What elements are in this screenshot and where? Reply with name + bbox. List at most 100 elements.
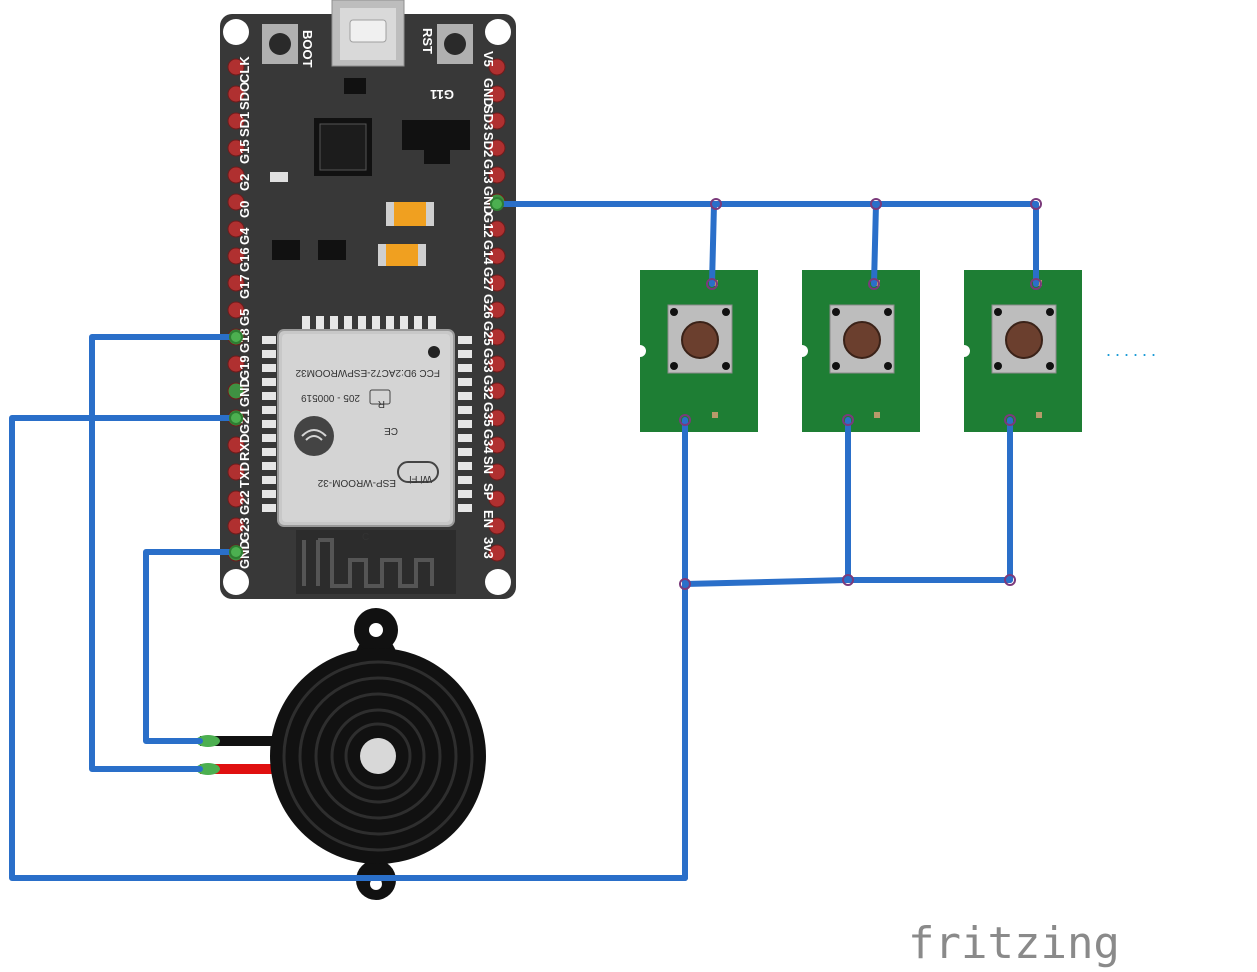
right-pin-label: SP — [481, 483, 496, 501]
r-mark: R — [378, 398, 385, 409]
left-pin-label: G5 — [237, 309, 252, 326]
wifi-logo-icon — [397, 461, 439, 483]
left-pin-label: SD1 — [237, 112, 252, 137]
left-pin-17[interactable] — [227, 517, 245, 535]
wire-gnd-to-buzzer — [143, 549, 239, 744]
right-pin-13[interactable] — [488, 409, 506, 427]
module-pads-top — [302, 316, 436, 330]
pin-connections — [229, 197, 504, 559]
boot-button[interactable] — [262, 24, 298, 64]
right-pin-2[interactable] — [488, 112, 506, 130]
left-pin-8[interactable] — [227, 274, 245, 292]
left-pin-label: GND — [237, 378, 252, 407]
left-pin-12[interactable] — [227, 382, 245, 400]
pushbutton-2[interactable] — [796, 270, 920, 432]
module-name-text: ESP-WROOM-32 — [317, 477, 396, 488]
right-pin-12[interactable] — [488, 382, 506, 400]
left-pin-0[interactable] — [227, 58, 245, 76]
right-pin-label: EN — [481, 510, 496, 528]
right-pin-label: G14 — [481, 240, 496, 265]
module-fcc-text: FCC 9D:2AC72-ESPWROOM32 — [295, 367, 440, 378]
right-pin-9[interactable] — [488, 301, 506, 319]
right-pin-14[interactable] — [488, 436, 506, 454]
left-pin-label: G0 — [237, 201, 252, 218]
rst-button[interactable] — [437, 24, 473, 64]
right-pin-3[interactable] — [488, 139, 506, 157]
continuation-dots: ...... — [1106, 340, 1160, 360]
right-pin-6[interactable] — [488, 220, 506, 238]
right-pin-labels: V5GNDSD3SD2G13GNDG12G14G27G26G25G33G32G3… — [481, 51, 496, 559]
esp32-board: BOOT RST G11 — [220, 0, 516, 599]
pushbuttons — [634, 270, 1082, 432]
left-pin-5[interactable] — [227, 193, 245, 211]
left-pin-11[interactable] — [227, 355, 245, 373]
wire-button1-top — [709, 201, 717, 287]
right-pin-label: GND — [481, 78, 496, 107]
right-pin-18[interactable] — [488, 544, 506, 562]
wire-buttons-common — [682, 577, 1013, 587]
module-pads-side — [262, 336, 472, 512]
left-pin-label: G17 — [237, 274, 252, 299]
left-pin-label: G23 — [237, 517, 252, 542]
right-pin-label: SN — [481, 456, 496, 474]
right-pin-0[interactable] — [488, 58, 506, 76]
right-pin-1[interactable] — [488, 85, 506, 103]
right-pin-15[interactable] — [488, 463, 506, 481]
wire-button2-top — [871, 201, 879, 287]
right-pin-label: G27 — [481, 267, 496, 292]
left-pin-16[interactable] — [227, 490, 245, 508]
wire-junctions — [679, 198, 1042, 590]
right-pin-label: 3v3 — [481, 537, 496, 559]
left-pin-label: CLK — [237, 56, 252, 83]
left-pin-label: G15 — [237, 139, 252, 164]
left-pin-label: G4 — [237, 227, 252, 245]
left-pin-label: G22 — [237, 490, 252, 515]
right-pin-label: G33 — [481, 348, 496, 373]
right-pin-label: G13 — [481, 159, 496, 184]
right-pin-16[interactable] — [488, 490, 506, 508]
wifi-text: Wi Fi — [409, 473, 432, 484]
antenna: C — [296, 530, 456, 594]
piezo-buzzer — [196, 608, 486, 900]
module-id-text: 205 - 000519 — [301, 392, 360, 403]
ce-mark: CE — [384, 425, 398, 436]
boot-label: BOOT — [300, 30, 315, 68]
left-pin-3[interactable] — [227, 139, 245, 157]
right-pin-10[interactable] — [488, 328, 506, 346]
left-pin-14[interactable] — [227, 436, 245, 454]
left-pin-2[interactable] — [227, 112, 245, 130]
right-pin-11[interactable] — [488, 355, 506, 373]
right-pin-8[interactable] — [488, 274, 506, 292]
left-pin-9[interactable] — [227, 301, 245, 319]
left-pin-6[interactable] — [227, 220, 245, 238]
left-pin-1[interactable] — [227, 85, 245, 103]
right-pin-label: SD3 — [481, 105, 496, 130]
right-pin-17[interactable] — [488, 517, 506, 535]
left-pin-label: G16 — [237, 247, 252, 272]
left-pin-label: G2 — [237, 174, 252, 191]
g11-label: G11 — [430, 87, 454, 102]
left-pin-label: G19 — [237, 355, 252, 380]
right-pin-label: G25 — [481, 321, 496, 346]
rst-label: RST — [420, 28, 435, 54]
right-pin-label: SD2 — [481, 132, 496, 157]
left-pin-7[interactable] — [227, 247, 245, 265]
pushbutton-3[interactable] — [958, 270, 1082, 432]
left-pin-label: RXD — [237, 434, 252, 461]
left-pin-15[interactable] — [227, 463, 245, 481]
wires — [9, 201, 1039, 881]
capacitor-1 — [386, 202, 434, 226]
left-pin-4[interactable] — [227, 166, 245, 184]
left-pin-labels: CLKSDOSD1G15G2G0G4G16G17G5G18G19GNDG21RX… — [237, 56, 252, 569]
esp-wroom-module: FCC 9D:2AC72-ESPWROOM32 205 - 000519 R C… — [277, 329, 455, 527]
right-pin-label: G26 — [481, 294, 496, 319]
wire-g18-to-buzzer — [89, 334, 239, 772]
left-pin-label: TXD — [237, 462, 252, 488]
pushbutton-1[interactable] — [634, 270, 758, 432]
fritzing-watermark: fritzing — [908, 918, 1120, 969]
right-pin-7[interactable] — [488, 247, 506, 265]
left-pin-label: SDO — [237, 82, 252, 110]
right-pin-4[interactable] — [488, 166, 506, 184]
capacitor-2 — [378, 244, 426, 266]
